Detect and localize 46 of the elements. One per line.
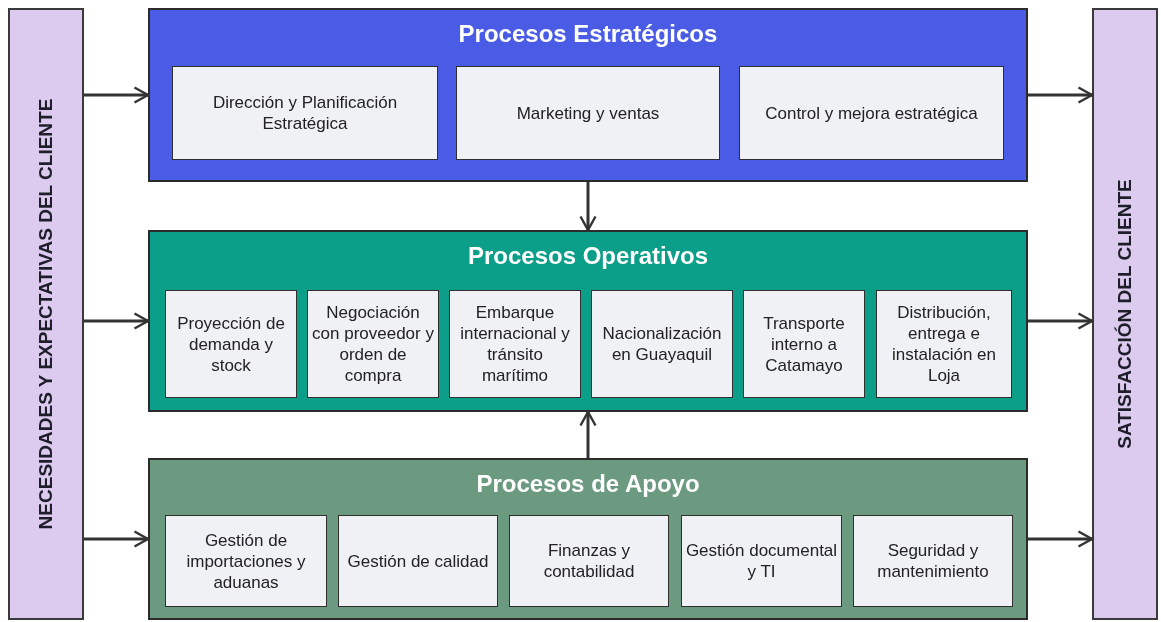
process-label: Nacionalización en Guayaquil xyxy=(601,323,723,365)
arrow xyxy=(579,410,597,458)
arrow xyxy=(1028,312,1094,330)
arrow xyxy=(1028,530,1094,548)
process-box xyxy=(743,290,865,398)
process-label: Proyección de demanda y stock xyxy=(176,312,286,376)
process-box xyxy=(449,290,581,398)
process-label: Dirección y Planificación Estratégica xyxy=(211,92,399,134)
group-heading: Procesos Operativos xyxy=(467,242,709,269)
process-group-panel xyxy=(148,230,1028,412)
process-label: Embarque internacional y tránsito marítimo xyxy=(459,302,571,386)
process-box xyxy=(739,66,1004,160)
arrow xyxy=(84,312,150,330)
arrow xyxy=(1028,86,1094,104)
process-label: Gestión documental y TI xyxy=(685,540,838,582)
side-banner xyxy=(8,8,84,620)
process-box xyxy=(307,290,439,398)
process-label: Marketing y ventas xyxy=(516,102,660,124)
process-box xyxy=(509,515,669,607)
banner-label: NECESIDADES Y EXPECTATIVAS DEL CLIENTE xyxy=(35,98,56,530)
process-box xyxy=(681,515,842,607)
process-box xyxy=(853,515,1013,607)
process-box xyxy=(338,515,498,607)
process-label: Finanzas y contabilidad xyxy=(542,540,636,582)
process-box xyxy=(591,290,733,398)
process-label: Negociación con proveedor y orden de compra xyxy=(311,302,435,386)
banner-label: SATISFACCIÓN DEL CLIENTE xyxy=(1114,179,1135,449)
group-heading: Procesos Estratégicos xyxy=(458,20,718,47)
side-banner xyxy=(1092,8,1158,620)
arrow xyxy=(579,182,597,232)
process-label: Gestión de importaciones y aduanas xyxy=(185,529,307,593)
process-box xyxy=(172,66,438,160)
arrow xyxy=(84,86,150,104)
process-label: Transporte interno a Catamayo xyxy=(762,312,846,376)
process-label: Control y mejora estratégica xyxy=(765,102,978,124)
process-box xyxy=(876,290,1012,398)
process-label: Gestión de calidad xyxy=(347,550,489,572)
process-box xyxy=(165,290,297,398)
process-box xyxy=(165,515,327,607)
process-group-panel xyxy=(148,8,1028,182)
process-label: Distribución, entrega e instalación en Loja xyxy=(891,302,997,386)
process-label: Seguridad y mantenimiento xyxy=(876,540,990,582)
process-box xyxy=(456,66,720,160)
process-group-panel xyxy=(148,458,1028,620)
arrow xyxy=(84,530,150,548)
group-heading: Procesos de Apoyo xyxy=(476,470,700,497)
